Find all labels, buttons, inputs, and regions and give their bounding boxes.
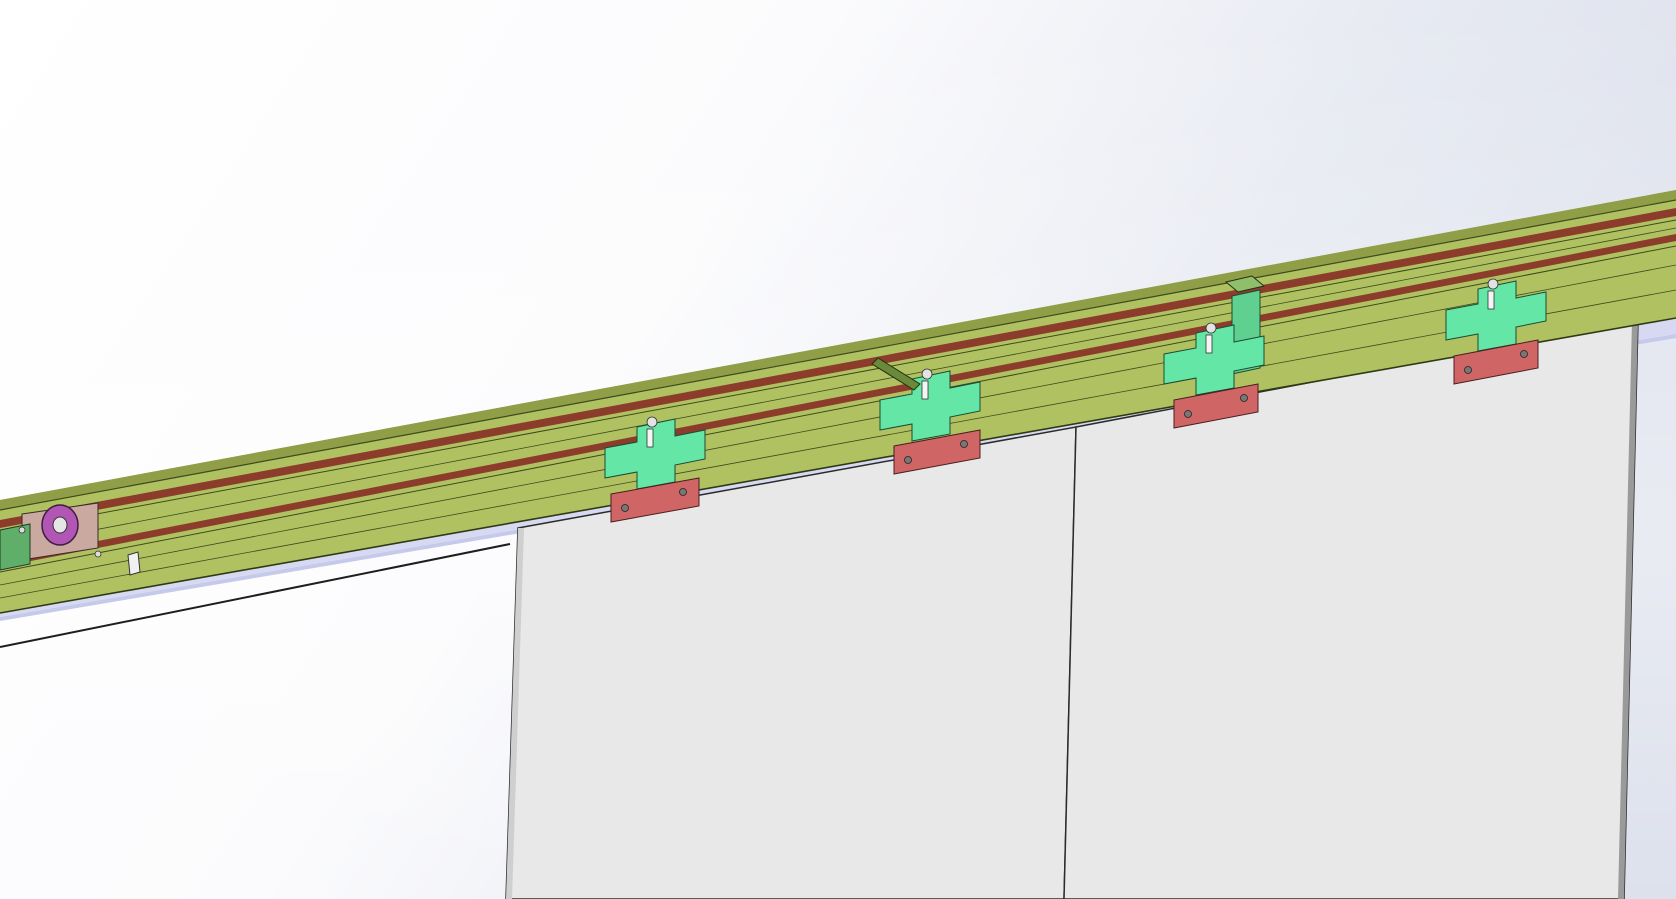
screw-icon xyxy=(1184,410,1192,418)
screw-icon xyxy=(1464,366,1472,374)
rail-edge-3 xyxy=(0,227,1676,549)
hanger-bracket xyxy=(1445,280,1547,352)
hanger-link-cap xyxy=(1224,275,1266,293)
rail-end-stop xyxy=(127,551,141,576)
door-panel-left[interactable] xyxy=(505,426,1077,899)
rail-bottom-edge xyxy=(0,317,1676,614)
screw-icon xyxy=(679,488,687,496)
hanger-bolt-icon xyxy=(1487,278,1499,290)
door-hanger-3[interactable] xyxy=(1163,275,1266,429)
hanger-pin xyxy=(1487,290,1495,310)
hanger-clamp xyxy=(1173,383,1259,429)
screw-icon xyxy=(94,550,102,558)
screw-icon xyxy=(904,456,912,464)
hanger-clamp xyxy=(610,477,700,523)
rail-top-lip xyxy=(0,190,1676,510)
pulley-hub-icon xyxy=(52,516,68,534)
hanger-bolt-icon xyxy=(1205,322,1217,334)
screw-icon xyxy=(621,504,629,512)
hanger-clamp xyxy=(1453,339,1539,385)
hanger-pin xyxy=(1205,334,1213,354)
hanger-clamp xyxy=(893,429,981,475)
door-panels[interactable] xyxy=(505,319,1639,899)
door-hanger-1[interactable] xyxy=(604,416,706,523)
hanger-pin xyxy=(646,428,654,448)
door-hanger-2[interactable] xyxy=(871,357,981,475)
hanger-pin xyxy=(921,380,929,400)
hanger-arm xyxy=(871,357,921,391)
door-hanger-4[interactable] xyxy=(1445,278,1547,385)
hanger-bracket xyxy=(1163,324,1265,396)
door-panel-right-edge-shadow xyxy=(1618,320,1638,899)
hanger-bolt-icon xyxy=(646,416,658,428)
header-beam-edge xyxy=(0,543,511,648)
rail-edge-4 xyxy=(0,245,1676,573)
rail-edge-2 xyxy=(0,219,1676,533)
pulley-green-bracket xyxy=(0,523,31,571)
drive-pulley-assembly[interactable] xyxy=(0,502,141,576)
door-panel-left-edge-shadow xyxy=(506,528,524,899)
hanger-bracket xyxy=(604,418,706,490)
screw-icon xyxy=(1240,394,1248,402)
hanger-bolt-icon xyxy=(921,368,933,380)
rail-edge-1 xyxy=(0,199,1676,511)
rail-edge-6 xyxy=(0,289,1676,599)
screw-icon xyxy=(18,526,26,534)
screw-icon xyxy=(1520,350,1528,358)
screw-icon xyxy=(960,440,968,448)
rail-edge-5 xyxy=(0,264,1676,586)
